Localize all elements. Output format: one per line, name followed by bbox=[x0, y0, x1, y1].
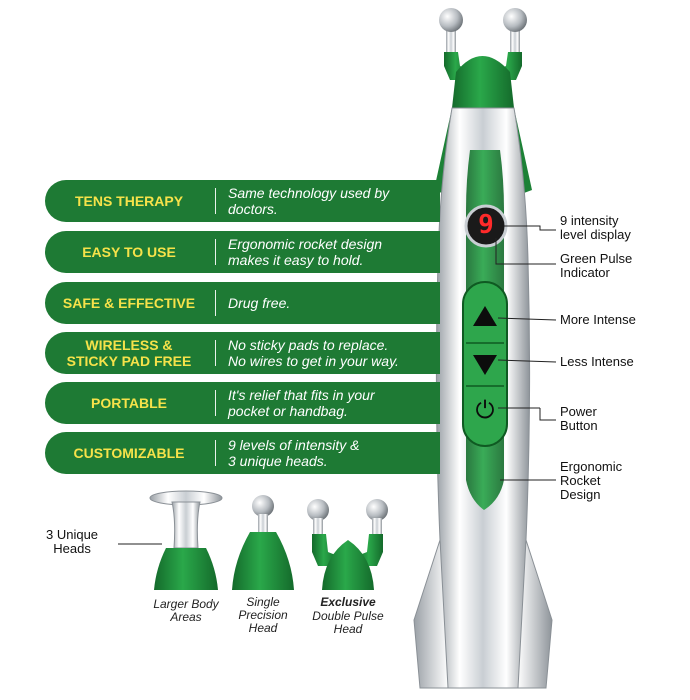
feature-desc: Ergonomic rocket design makes it easy to… bbox=[228, 236, 383, 268]
callout-power-button: Power Button bbox=[560, 404, 598, 433]
feature-divider bbox=[215, 290, 216, 316]
feature-title: EASY TO USE bbox=[82, 244, 176, 260]
feature-divider bbox=[215, 188, 216, 214]
feature-desc: Same technology used by doctors. bbox=[228, 185, 390, 217]
less-intense-button[interactable] bbox=[468, 346, 502, 384]
feature-divider bbox=[215, 239, 216, 265]
feature-title: CUSTOMIZABLE bbox=[73, 445, 185, 461]
feature-title: SAFE & EFFECTIVE bbox=[62, 295, 196, 311]
feature-row-easy-to-use: EASY TO USE Ergonomic rocket design make… bbox=[45, 231, 440, 273]
feature-title: TENS THERAPY bbox=[74, 193, 184, 209]
head-caption-single: Single Precision Head bbox=[238, 595, 288, 635]
feature-desc: No sticky pads to replace. No wires to g… bbox=[228, 337, 399, 369]
head-caption-large: Larger Body Areas bbox=[153, 597, 219, 624]
feature-row-tens-therapy: TENS THERAPY Same technology used by doc… bbox=[45, 180, 440, 222]
triangle-down-icon bbox=[473, 355, 497, 375]
feature-row-wireless: WIRELESS & STICKY PAD FREE No sticky pad… bbox=[45, 332, 440, 374]
callout-leaders bbox=[118, 225, 557, 545]
head-caption-double: Double Pulse Head bbox=[312, 609, 384, 636]
callout-pulse-indicator: Green Pulse Indicator bbox=[560, 251, 633, 280]
feature-desc: It's relief that fits in your pocket or … bbox=[228, 387, 375, 419]
device-lower-fins bbox=[413, 539, 553, 689]
feature-desc: 9 levels of intensity & 3 unique heads. bbox=[228, 437, 360, 469]
feature-title: PORTABLE bbox=[91, 395, 167, 411]
feature-desc: Drug free. bbox=[228, 295, 291, 311]
device-nose-cone bbox=[452, 56, 514, 108]
feature-title: WIRELESS & STICKY PAD FREE bbox=[66, 337, 192, 369]
head-single-precision bbox=[232, 495, 294, 590]
callout-less-intense: Less Intense bbox=[560, 354, 634, 369]
feature-divider bbox=[215, 390, 216, 416]
power-button[interactable]: ⏻ bbox=[468, 390, 502, 430]
feature-row-portable: PORTABLE It's relief that fits in your p… bbox=[45, 382, 440, 424]
feature-divider bbox=[215, 340, 216, 366]
callout-more-intense: More Intense bbox=[560, 312, 636, 327]
callout-intensity-display: 9 intensity level display bbox=[560, 213, 631, 242]
head-large-body bbox=[149, 490, 223, 590]
head-caption-exclusive: Exclusive bbox=[320, 595, 376, 609]
head-double-pulse bbox=[307, 499, 388, 590]
feature-row-customizable: CUSTOMIZABLE 9 levels of intensity & 3 u… bbox=[45, 432, 440, 474]
more-intense-button[interactable] bbox=[468, 296, 502, 336]
feature-divider bbox=[215, 440, 216, 466]
led-digit: 9 bbox=[478, 210, 494, 240]
callout-ergonomic: Ergonomic Rocket Design bbox=[560, 459, 623, 502]
heads-label: 3 Unique Heads bbox=[46, 527, 99, 556]
feature-row-safe-effective: SAFE & EFFECTIVE Drug free. bbox=[45, 282, 440, 324]
triangle-up-icon bbox=[473, 306, 497, 326]
power-icon: ⏻ bbox=[475, 396, 495, 424]
